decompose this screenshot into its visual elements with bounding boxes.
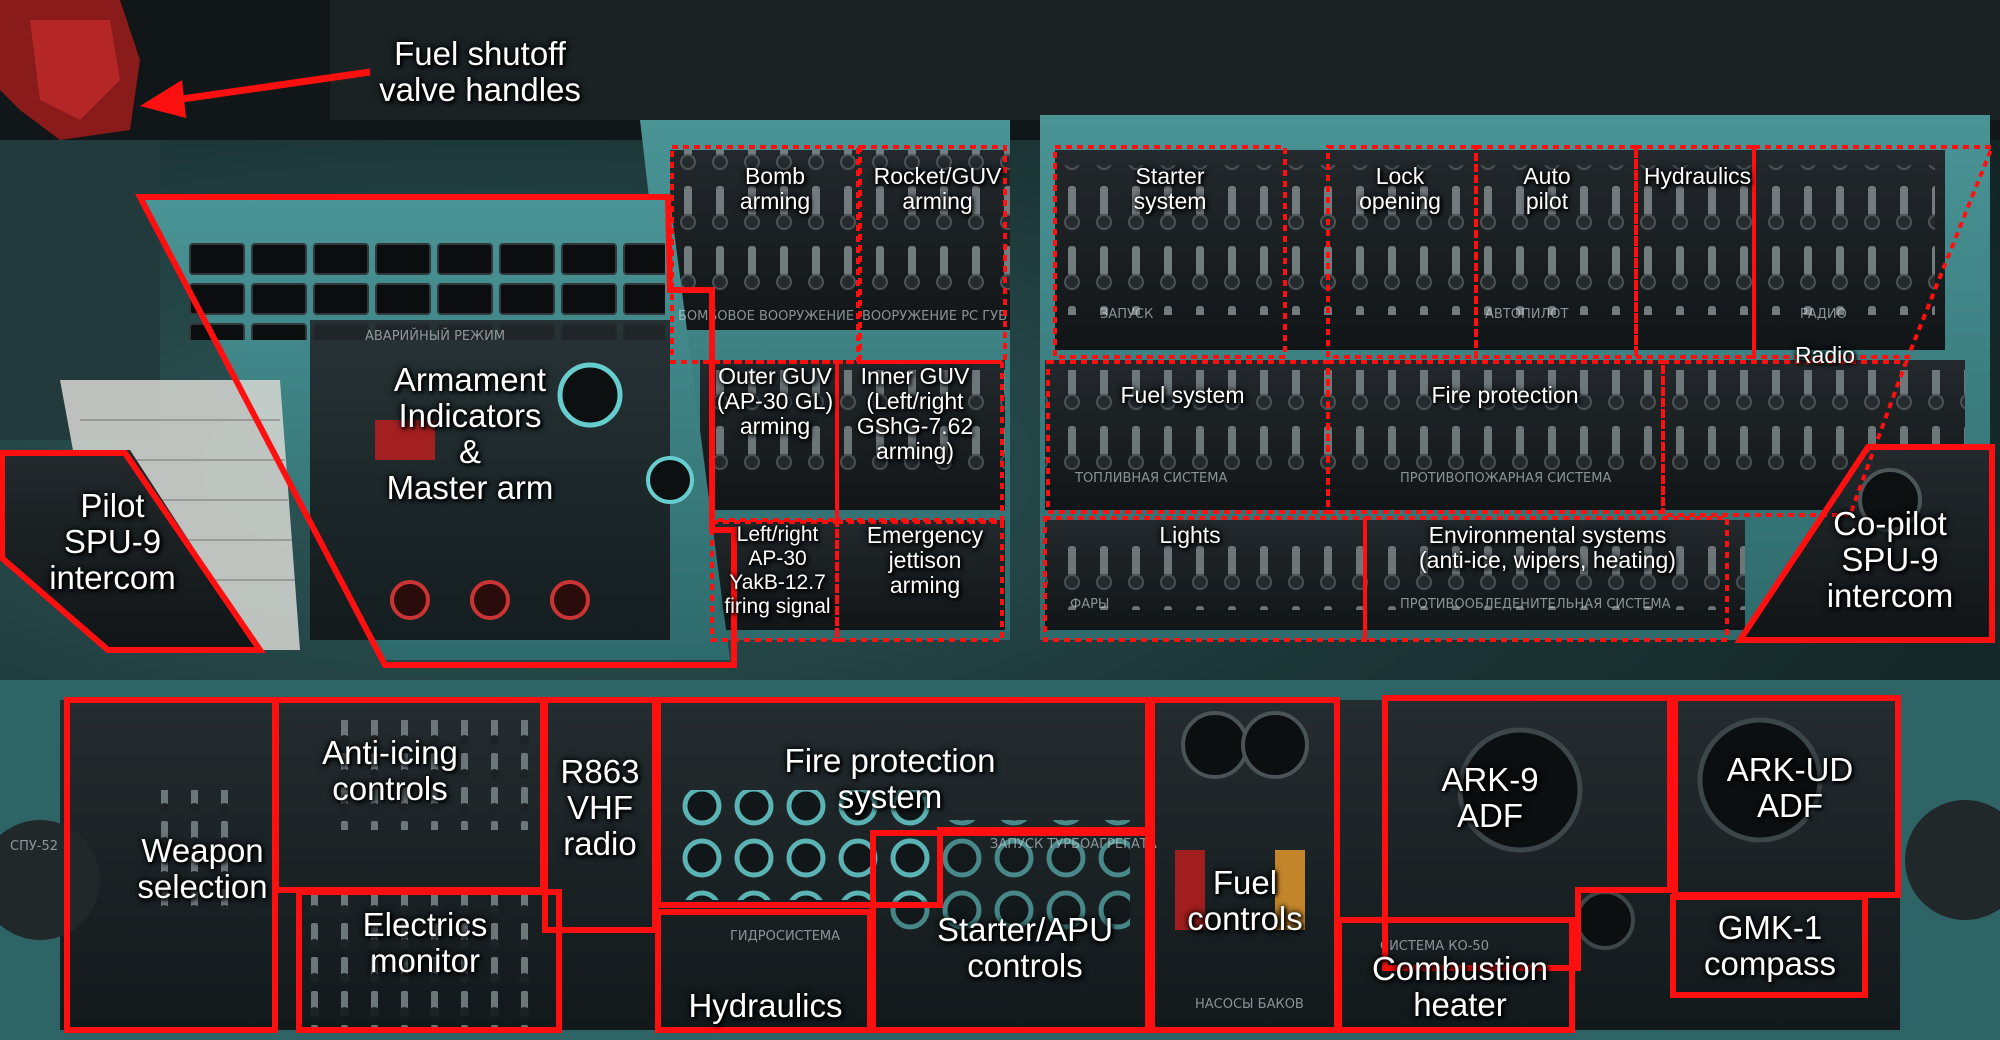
pilot-spu-outline <box>0 450 266 653</box>
panel-text-ko50: СИСТЕМА КО-50 <box>1380 939 1489 954</box>
ark-ud-outline <box>1672 695 1901 898</box>
fuel-system-outline <box>1046 360 1330 514</box>
copilot-spu-outline <box>1734 444 1995 643</box>
fire-protection-top-outline <box>1326 360 1665 514</box>
auto-pilot-outline <box>1474 145 1638 359</box>
panel-text-protivoobledenitelnaya: ПРОТИВООБЛЕДЕНИТЕЛЬНАЯ СИСТЕМА <box>1400 597 1671 612</box>
panel-text-nasosy: НАСОСЫ БАКОВ <box>1195 997 1304 1012</box>
panel-text-fary: ФАРЫ <box>1070 597 1109 612</box>
panel-text-spu52: СПУ-52 <box>10 839 58 854</box>
environmental-outline <box>1363 516 1729 642</box>
panel-text-avariyny: АВАРИЙНЫЙ РЕЖИМ <box>365 328 505 344</box>
panel-text-bombovoe: БОМБОВОЕ ВООРУЖЕНИЕ <box>678 309 854 324</box>
panel-text-vooruzhenie: ВООРУЖЕНИЕ РС ГУВ <box>862 309 1007 324</box>
panel-text-toplivnaya: ТОПЛИВНАЯ СИСТЕМА <box>1074 471 1227 486</box>
emergency-jettison-outline <box>835 520 1004 642</box>
panel-text-zapusk-turbo: ЗАПУСК ТУРБОАГРЕГАТА <box>990 837 1157 852</box>
hydraulics-top-outline <box>1634 145 1756 359</box>
panel-text-protivopozharnaya: ПРОТИВОПОЖАРНАЯ СИСТЕМА <box>1400 471 1611 486</box>
radio-lower-outline <box>1661 360 1909 517</box>
fire-protection-outline <box>655 697 1151 908</box>
lock-opening-outline <box>1326 145 1478 359</box>
ark9-outline <box>1382 695 1673 971</box>
inner-guv-outline <box>835 360 1004 522</box>
radio-outline <box>1752 145 1995 359</box>
weapon-selection-outline <box>64 697 278 1033</box>
hydraulics-bottom-outline <box>655 909 873 1033</box>
gmk1-outline <box>1670 894 1868 998</box>
starter-apu-outline <box>870 830 1151 1033</box>
ap30-outline <box>710 520 839 642</box>
panel-text-avtopilot: АВТОПИЛОТ <box>1485 307 1568 322</box>
outer-guv-outline <box>710 360 839 522</box>
lights-outline <box>1043 516 1367 642</box>
combustion-heater-outline <box>1336 917 1575 1033</box>
armament-outline <box>135 194 737 668</box>
electrics-monitor-outline <box>296 889 562 1033</box>
panel-text-radio: РАДИО <box>1800 307 1847 322</box>
panel-text-zapusk: ЗАПУСК <box>1100 307 1153 322</box>
rocket-guv-outline <box>858 145 1007 364</box>
bomb-arming-outline <box>670 145 860 364</box>
starter-system-outline <box>1053 145 1287 359</box>
fuel-controls-outline <box>1149 697 1340 1033</box>
fuel-shutoff-arrow <box>140 68 371 118</box>
panel-text-gidrosistema: ГИДРОСИСТЕМА <box>730 929 840 944</box>
anti-icing-outline <box>273 697 546 893</box>
